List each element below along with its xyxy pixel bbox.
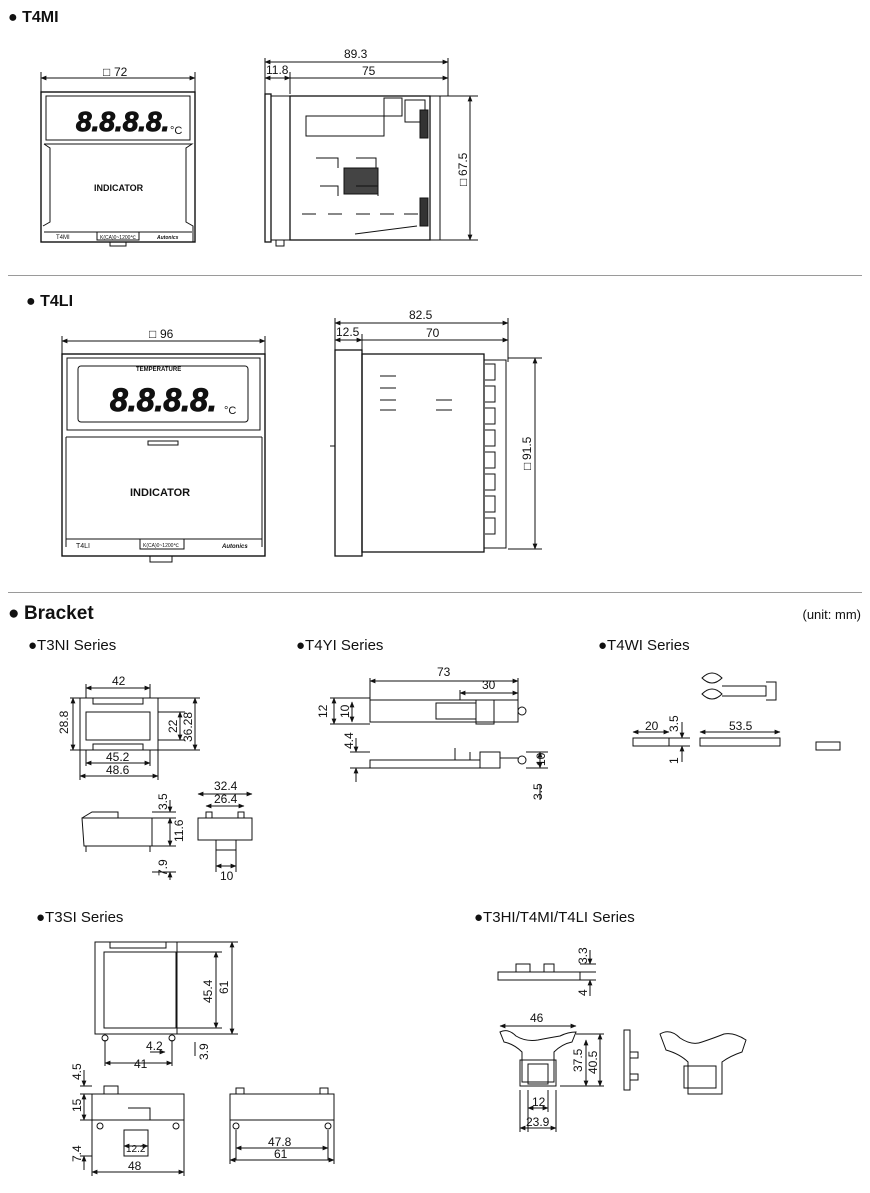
dim-label: 82.5 bbox=[409, 308, 433, 322]
bullet-icon: ● bbox=[8, 603, 20, 624]
dim-label: 30 bbox=[482, 678, 496, 692]
seven-seg-display: 8.8.8.8. bbox=[76, 106, 169, 137]
dim-label: 72 bbox=[114, 65, 128, 79]
divider bbox=[8, 592, 862, 593]
dim-label: 61 bbox=[217, 980, 231, 994]
dim-label: 61 bbox=[274, 1147, 288, 1161]
dimension-labels: □ 72 8.8.8.8. °C INDICATOR T4MI K(CA)0~1… bbox=[56, 47, 753, 1173]
dim-label: 23.9 bbox=[526, 1115, 550, 1129]
dim-label: 11.8 bbox=[266, 63, 289, 77]
dim-label: 45.4 bbox=[201, 979, 215, 1003]
t4wi-title: ●T4WI Series bbox=[598, 637, 690, 654]
dim-label: 4 bbox=[576, 989, 590, 996]
t3hi-title: ●T3HI/T4MI/T4LI Series bbox=[474, 909, 635, 926]
dim-label: 22 bbox=[166, 719, 180, 733]
t4mi-side-view bbox=[264, 58, 478, 247]
t3ni-bracket-drawing bbox=[70, 684, 253, 880]
dim-label: 42 bbox=[112, 674, 126, 688]
dim-label: 53.5 bbox=[729, 719, 753, 733]
unit-symbol: °C bbox=[224, 405, 236, 417]
t4li-heading-text: T4LI bbox=[40, 293, 74, 310]
dim-label: 3.3 bbox=[576, 947, 590, 964]
divider bbox=[8, 275, 862, 276]
unit-note: (unit: mm) bbox=[802, 607, 862, 622]
dim-label: 10 bbox=[534, 752, 548, 766]
dim-label: 12.5 bbox=[336, 325, 360, 339]
bracket-heading-text: Bracket bbox=[23, 603, 94, 624]
dim-label: 32.4 bbox=[214, 779, 238, 793]
dim-label: 40.5 bbox=[586, 1050, 600, 1074]
dim-label: 7.4 bbox=[70, 1145, 84, 1162]
dim-label: 15 bbox=[70, 1098, 84, 1112]
sensor-label: K(CA)0~1200℃ bbox=[100, 235, 136, 241]
dim-label: 26.4 bbox=[214, 792, 238, 806]
dim-label: 10 bbox=[338, 704, 352, 718]
dim-label: 48.6 bbox=[106, 763, 130, 777]
dim-square-icon: □ bbox=[149, 327, 156, 341]
svg-text:□: □ bbox=[456, 179, 470, 186]
dim-label: 12 bbox=[316, 704, 330, 718]
t4li-heading: ● T4LI bbox=[26, 293, 73, 311]
dim-label: 48 bbox=[128, 1159, 142, 1173]
t4mi-heading-text: T4MI bbox=[22, 9, 59, 26]
t3si-title: ●T3SI Series bbox=[36, 909, 124, 926]
dim-label: 3.5 bbox=[156, 793, 170, 810]
dim-label: 45.2 bbox=[106, 750, 130, 764]
dim-label: 4.4 bbox=[342, 732, 356, 749]
t4yi-title: ●T4YI Series bbox=[296, 637, 384, 654]
dim-label: 67.5 bbox=[456, 152, 470, 176]
dim-label: 3.9 bbox=[197, 1043, 211, 1060]
dim-label: 20 bbox=[645, 719, 659, 733]
unit-symbol: °C bbox=[170, 125, 182, 137]
dim-label: 3.5 bbox=[531, 783, 545, 800]
dim-label: 28.8 bbox=[57, 710, 71, 734]
dim-label: 7.9 bbox=[156, 859, 170, 876]
sensor-label: K(CA)0~1200℃ bbox=[143, 543, 179, 549]
dim-label: 70 bbox=[426, 326, 440, 340]
bullet-icon: ● bbox=[26, 293, 36, 310]
model-label: T4MI bbox=[56, 235, 70, 241]
t4li-side-view bbox=[330, 318, 542, 557]
t4li-front-view bbox=[61, 336, 266, 563]
dim-label: 75 bbox=[362, 64, 376, 78]
t4yi-bracket-drawing bbox=[330, 678, 548, 800]
front-label: INDICATOR bbox=[94, 183, 144, 193]
t4mi-heading: ● T4MI bbox=[8, 9, 59, 27]
t4wi-bracket-drawing bbox=[632, 672, 841, 762]
dim-label: 47.8 bbox=[268, 1135, 292, 1149]
dim-label: 46 bbox=[530, 1011, 544, 1025]
brand-logo: Autonics bbox=[221, 544, 248, 550]
dim-label: 4.5 bbox=[70, 1063, 84, 1080]
brand-logo: Autonics bbox=[156, 235, 179, 241]
dim-label: 96 bbox=[160, 327, 174, 341]
seven-seg-display: 8.8.8.8. bbox=[110, 382, 217, 418]
dim-label: 12 bbox=[532, 1095, 546, 1109]
dim-label: 12.2 bbox=[126, 1144, 146, 1155]
t4mi-front-view bbox=[40, 72, 196, 247]
dim-label: 1 bbox=[667, 757, 681, 764]
dim-label: 3.5 bbox=[667, 715, 681, 732]
model-label: T4LI bbox=[76, 543, 90, 550]
dim-label: 36.28 bbox=[181, 712, 195, 742]
bullet-icon: ● bbox=[8, 9, 18, 26]
dim-label: 73 bbox=[437, 665, 451, 679]
t3si-bracket-drawing bbox=[80, 941, 335, 1176]
front-label: INDICATOR bbox=[130, 487, 190, 499]
dim-label: 37.5 bbox=[571, 1048, 585, 1072]
dim-label: 4.2 bbox=[146, 1039, 163, 1053]
dim-square-icon: □ bbox=[103, 65, 110, 79]
dim-label: 11.6 bbox=[172, 819, 186, 842]
dim-label: 10 bbox=[220, 869, 234, 883]
svg-text:□: □ bbox=[520, 463, 534, 470]
dim-label: 91.5 bbox=[520, 436, 534, 460]
dim-label: 41 bbox=[134, 1057, 148, 1071]
bracket-heading: ● Bracket bbox=[8, 603, 94, 625]
dim-label: 89.3 bbox=[344, 47, 368, 61]
t3hi-bracket-drawing bbox=[497, 950, 747, 1132]
t3ni-title: ●T3NI Series bbox=[28, 637, 117, 654]
display-title: TEMPERATURE bbox=[136, 367, 181, 373]
